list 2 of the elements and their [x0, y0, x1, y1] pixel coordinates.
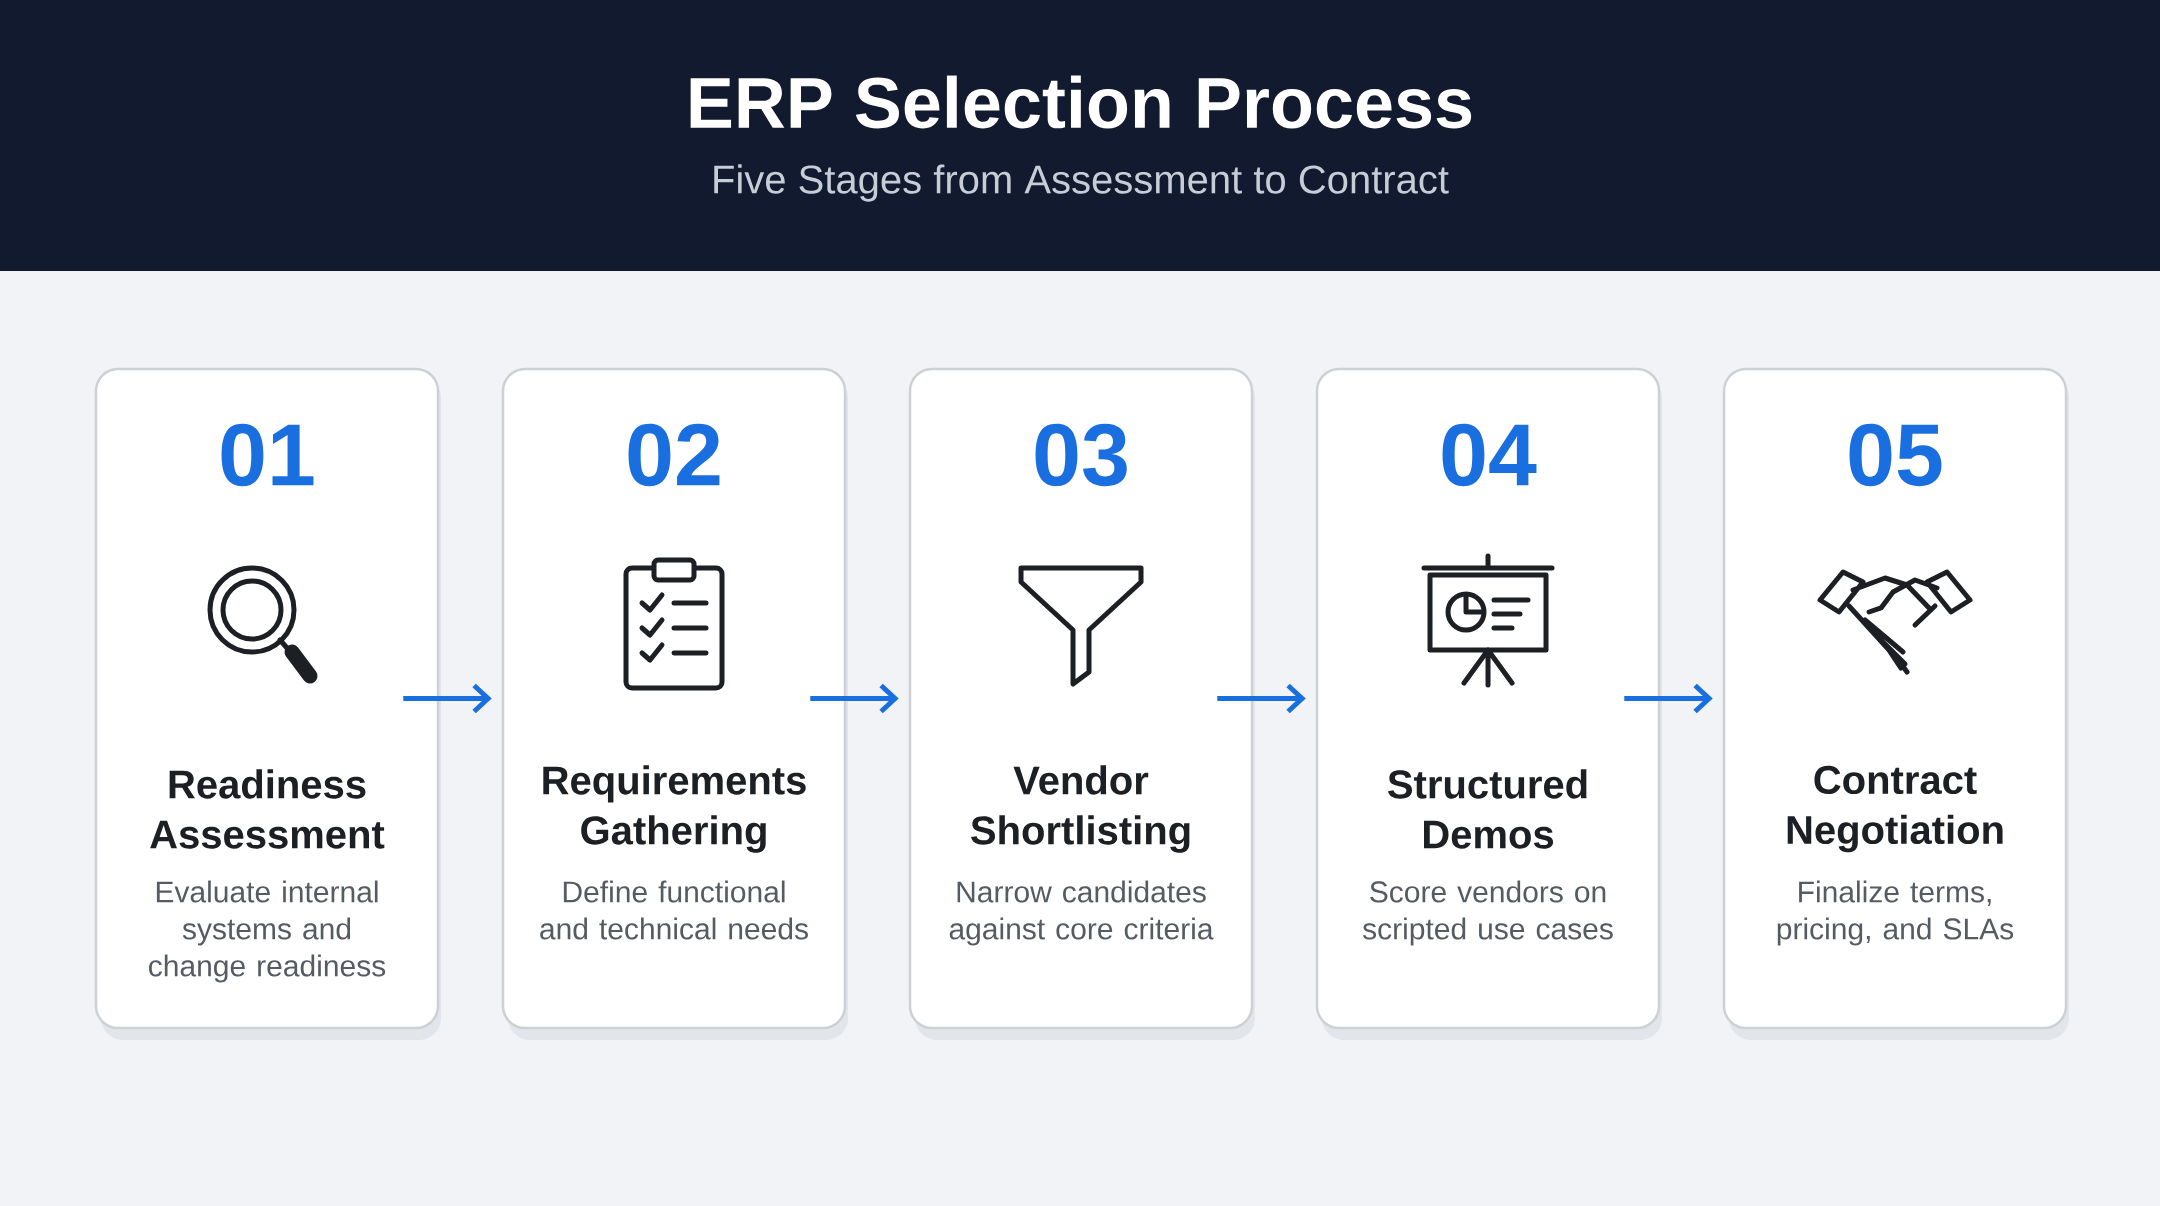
title: ERP Selection Process: [690, 75, 1472, 129]
subtitle: Five Stages from Assessment to Contract: [714, 164, 1449, 202]
